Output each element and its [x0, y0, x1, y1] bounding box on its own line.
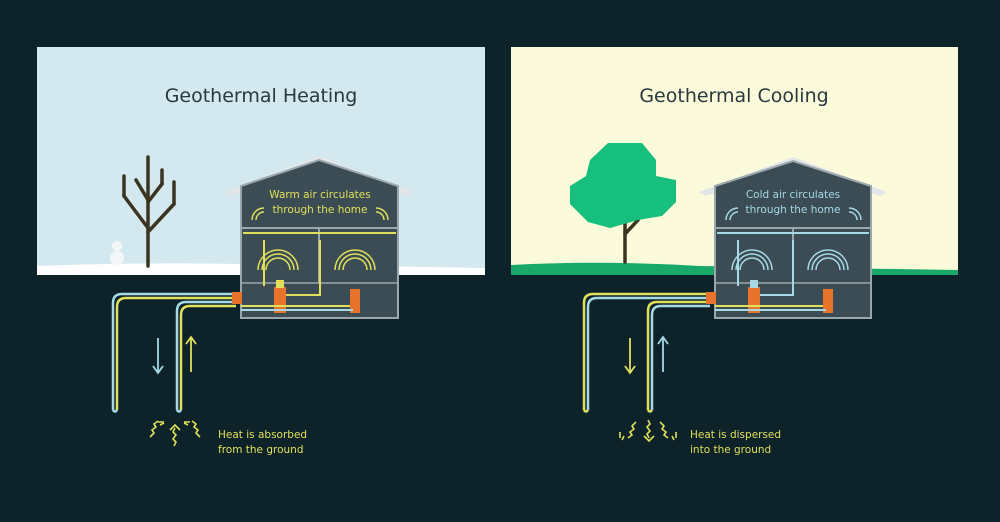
cooling-house-label-1: Cold air circulates: [746, 189, 840, 201]
heating-ground-label-1: Heat is absorbed: [218, 429, 307, 441]
heating-house-label-1: Warm air circulates: [269, 189, 370, 201]
heating-panel: Geothermal Heating Warm air circulates t…: [37, 47, 485, 456]
up-arrow-icon: [185, 335, 197, 372]
heating-title: Geothermal Heating: [165, 85, 358, 107]
heating-house-label-2: through the home: [273, 204, 368, 216]
cooling-house-label-2: through the home: [746, 204, 841, 216]
leafy-tree-icon: [570, 143, 676, 264]
heating-ground-label-2: from the ground: [218, 444, 304, 456]
cooling-house: Cold air circulates through the home: [699, 157, 887, 319]
heating-house: Warm air circulates through the home: [224, 156, 414, 319]
down-arrow-icon: [152, 338, 164, 375]
cooling-ground-label-2: into the ground: [690, 444, 771, 456]
heat-wave-icon: [149, 420, 201, 447]
air-wave-icon: [725, 207, 862, 271]
bare-tree-icon: [122, 155, 176, 268]
down-arrow-icon: [624, 338, 636, 375]
cooling-ground-label-1: Heat is dispersed: [690, 429, 781, 441]
water-heater-unit: [823, 289, 833, 313]
cooling-title: Geothermal Cooling: [639, 85, 828, 107]
cooling-panel: Geothermal Cooling Cold air circulates t…: [511, 47, 958, 456]
snowman-icon: [110, 241, 124, 265]
heating-ground-loop: [111, 292, 353, 413]
cooling-ground-loop: [582, 292, 826, 413]
heat-wave-icon: [619, 419, 677, 443]
water-heater-unit: [350, 289, 360, 313]
up-arrow-icon: [657, 335, 669, 372]
